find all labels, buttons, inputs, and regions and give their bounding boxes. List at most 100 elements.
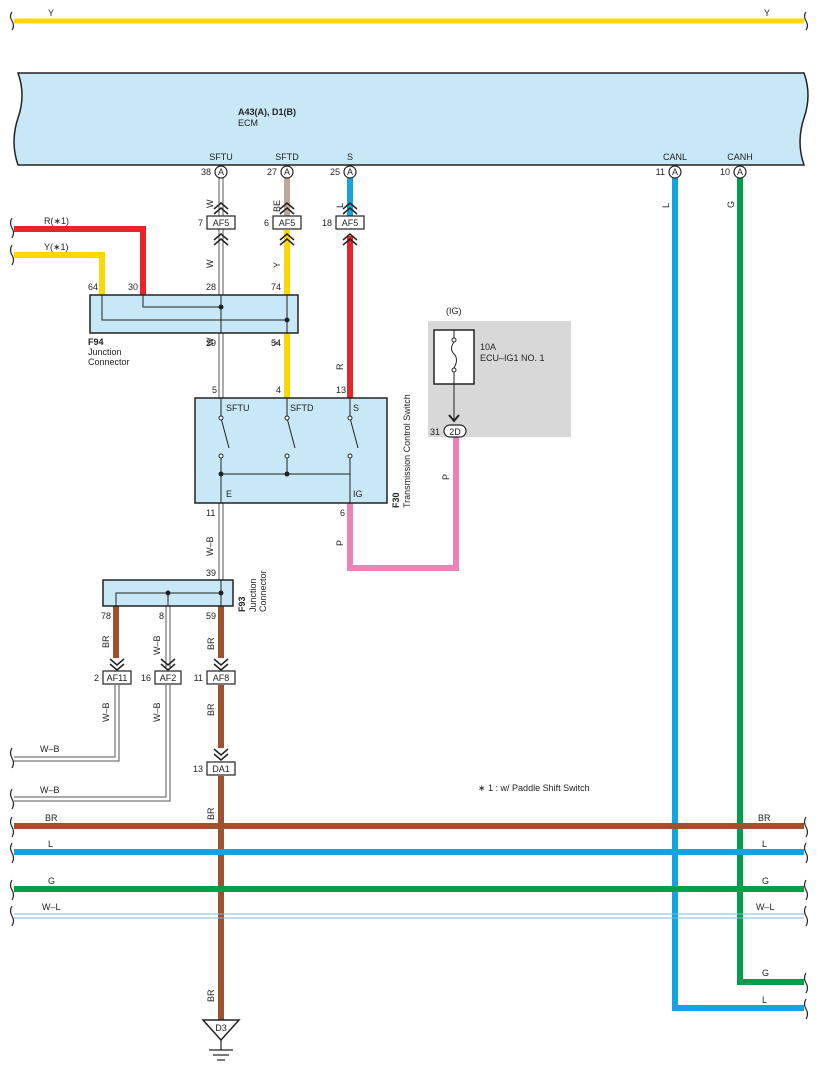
da1-name: DA1 xyxy=(212,764,230,774)
af2-name: AF2 xyxy=(160,673,177,683)
bus-g-left: G xyxy=(48,876,55,886)
wires xyxy=(14,178,804,1020)
f93-junction-connector: 39 78 8 59 F93 Junction Connector xyxy=(101,568,268,621)
f93-pin-78: 78 xyxy=(101,611,111,621)
f30-label-sftu: SFTU xyxy=(226,403,250,413)
af5-connectors: AF5 7 AF5 6 AF5 18 xyxy=(198,202,365,246)
ecm-pin-num-1: 38 xyxy=(201,167,211,177)
label-y2b: Y xyxy=(272,262,282,268)
label-l: L xyxy=(335,203,345,208)
label-p-upper: P xyxy=(441,474,451,480)
right-out-g: G xyxy=(762,968,769,978)
af2-connector: AF2 16 xyxy=(141,658,182,685)
af5-name-2: AF5 xyxy=(279,218,296,228)
label-r3: R xyxy=(335,363,345,370)
label-canh: G xyxy=(726,201,736,208)
lower-connectors: AF11 2 AF2 16 AF8 11 DA1 13 xyxy=(94,658,236,776)
label-br5: BR xyxy=(206,989,216,1002)
ecm-pin-num-4: 11 xyxy=(656,167,665,177)
ecm-pin-num-3: 25 xyxy=(330,167,340,177)
af5-connector-3: AF5 18 xyxy=(322,202,365,246)
left-wire-wb2: W–B xyxy=(40,785,60,795)
label-p-lower: P xyxy=(335,540,345,546)
f94-pin-28: 28 xyxy=(206,282,216,292)
f93-pin-8: 8 xyxy=(159,611,164,621)
f94-junction-connector: 64 30 28 74 29 54 F94 Junction Connector xyxy=(88,282,299,367)
f30-pin-5: 5 xyxy=(212,385,217,395)
bus-l-right: L xyxy=(762,839,767,849)
af5-num-3: 18 xyxy=(322,218,332,228)
ecm-box: A43(A), D1(B) ECM SFTU SFTD S CANL CANH xyxy=(13,72,809,166)
ecm-name: ECM xyxy=(238,118,258,128)
ecm-pin-conn-1: A xyxy=(218,167,224,177)
f30-label-e: E xyxy=(226,489,232,499)
left-input-r: R(∗1) xyxy=(44,216,69,226)
f94-pin-74: 74 xyxy=(271,282,281,292)
af8-name: AF8 xyxy=(213,673,230,683)
af11-connector: AF11 2 xyxy=(94,658,132,685)
f94-id: F94 xyxy=(88,337,104,347)
f93-pin-59: 59 xyxy=(206,611,216,621)
top-yellow-wire: Y Y xyxy=(9,8,809,31)
wire-color-labels: W BE L L G W Y W Y R P P W–B BR W–B BR W… xyxy=(101,199,736,1002)
label-wb2: W–B xyxy=(152,635,162,655)
fuse-ig-label: (IG) xyxy=(446,306,462,316)
left-wire-wb1: W–B xyxy=(40,744,60,754)
f30-pin-13: 13 xyxy=(336,385,346,395)
f30-pin-4: 4 xyxy=(276,385,281,395)
f30-id: F30 xyxy=(391,492,401,508)
f93-id: F93 xyxy=(237,596,247,612)
f30-label-ig: IG xyxy=(353,489,363,499)
ecm-pin-circles: A 38 A 27 A 25 A 11 A 10 xyxy=(201,165,747,179)
right-out-l: L xyxy=(762,995,767,1005)
wire-break-marks xyxy=(9,217,809,1020)
f93-pin-39: 39 xyxy=(206,568,216,578)
ecm-pin-s: S xyxy=(347,152,353,162)
left-input-y: Y(∗1) xyxy=(44,242,69,252)
af5-num-2: 6 xyxy=(264,218,269,228)
bus-labels: BR BR L L G G W–L W–L G L xyxy=(42,813,775,1005)
f30-pin-6: 6 xyxy=(340,508,345,518)
label-be: BE xyxy=(272,200,282,212)
f30-pin-11: 11 xyxy=(206,508,215,518)
ecm-pin-canl: CANL xyxy=(663,152,687,162)
fuse-conn: 2D xyxy=(449,427,461,437)
af2-num: 16 xyxy=(141,673,151,683)
label-w1b: W xyxy=(205,259,215,268)
af11-name: AF11 xyxy=(107,673,128,683)
ecm-pin-canh: CANH xyxy=(727,152,753,162)
f94-name-1: Junction xyxy=(88,347,122,357)
f94-pin-64: 64 xyxy=(88,282,98,292)
bus-br-right: BR xyxy=(758,813,771,823)
label-wb3: W–B xyxy=(101,702,111,722)
fuse-pin: 31 xyxy=(430,427,440,437)
bus-wl-left: W–L xyxy=(42,902,61,912)
label-w1: W xyxy=(205,199,215,208)
da1-connector: DA1 13 xyxy=(193,748,236,776)
label-br4: BR xyxy=(206,807,216,820)
bus-g-right: G xyxy=(762,876,769,886)
f30-label-s: S xyxy=(353,403,359,413)
bus-l-left: L xyxy=(48,839,53,849)
ecm-pin-conn-3: A xyxy=(347,167,353,177)
ecm-id: A43(A), D1(B) xyxy=(238,107,296,117)
label-br2: BR xyxy=(206,637,216,650)
ecm-pin-sftd: SFTD xyxy=(275,152,299,162)
ecm-pin-sftu: SFTU xyxy=(209,152,233,162)
ground-name: D3 xyxy=(215,1023,227,1033)
af5-connector-2: AF5 6 xyxy=(264,202,302,246)
f93-name-2: Connector xyxy=(258,570,268,612)
f30-name: Transmission Control Switch xyxy=(402,394,412,508)
bus-br-left: BR xyxy=(45,813,58,823)
af5-num-1: 7 xyxy=(198,218,203,228)
af8-connector: AF8 11 xyxy=(194,658,236,685)
af5-connector-1: AF5 7 xyxy=(198,202,236,230)
fuse-rating: 10A xyxy=(480,342,496,352)
label-wb4: W–B xyxy=(152,702,162,722)
ecm-pin-num-2: 27 xyxy=(267,167,277,177)
f94-pin-54: 54 xyxy=(271,338,281,348)
label-wb: W–B xyxy=(205,536,215,556)
ground-d3: D3 xyxy=(201,1019,241,1061)
fuse-name: ECU–IG1 NO. 1 xyxy=(480,353,545,363)
